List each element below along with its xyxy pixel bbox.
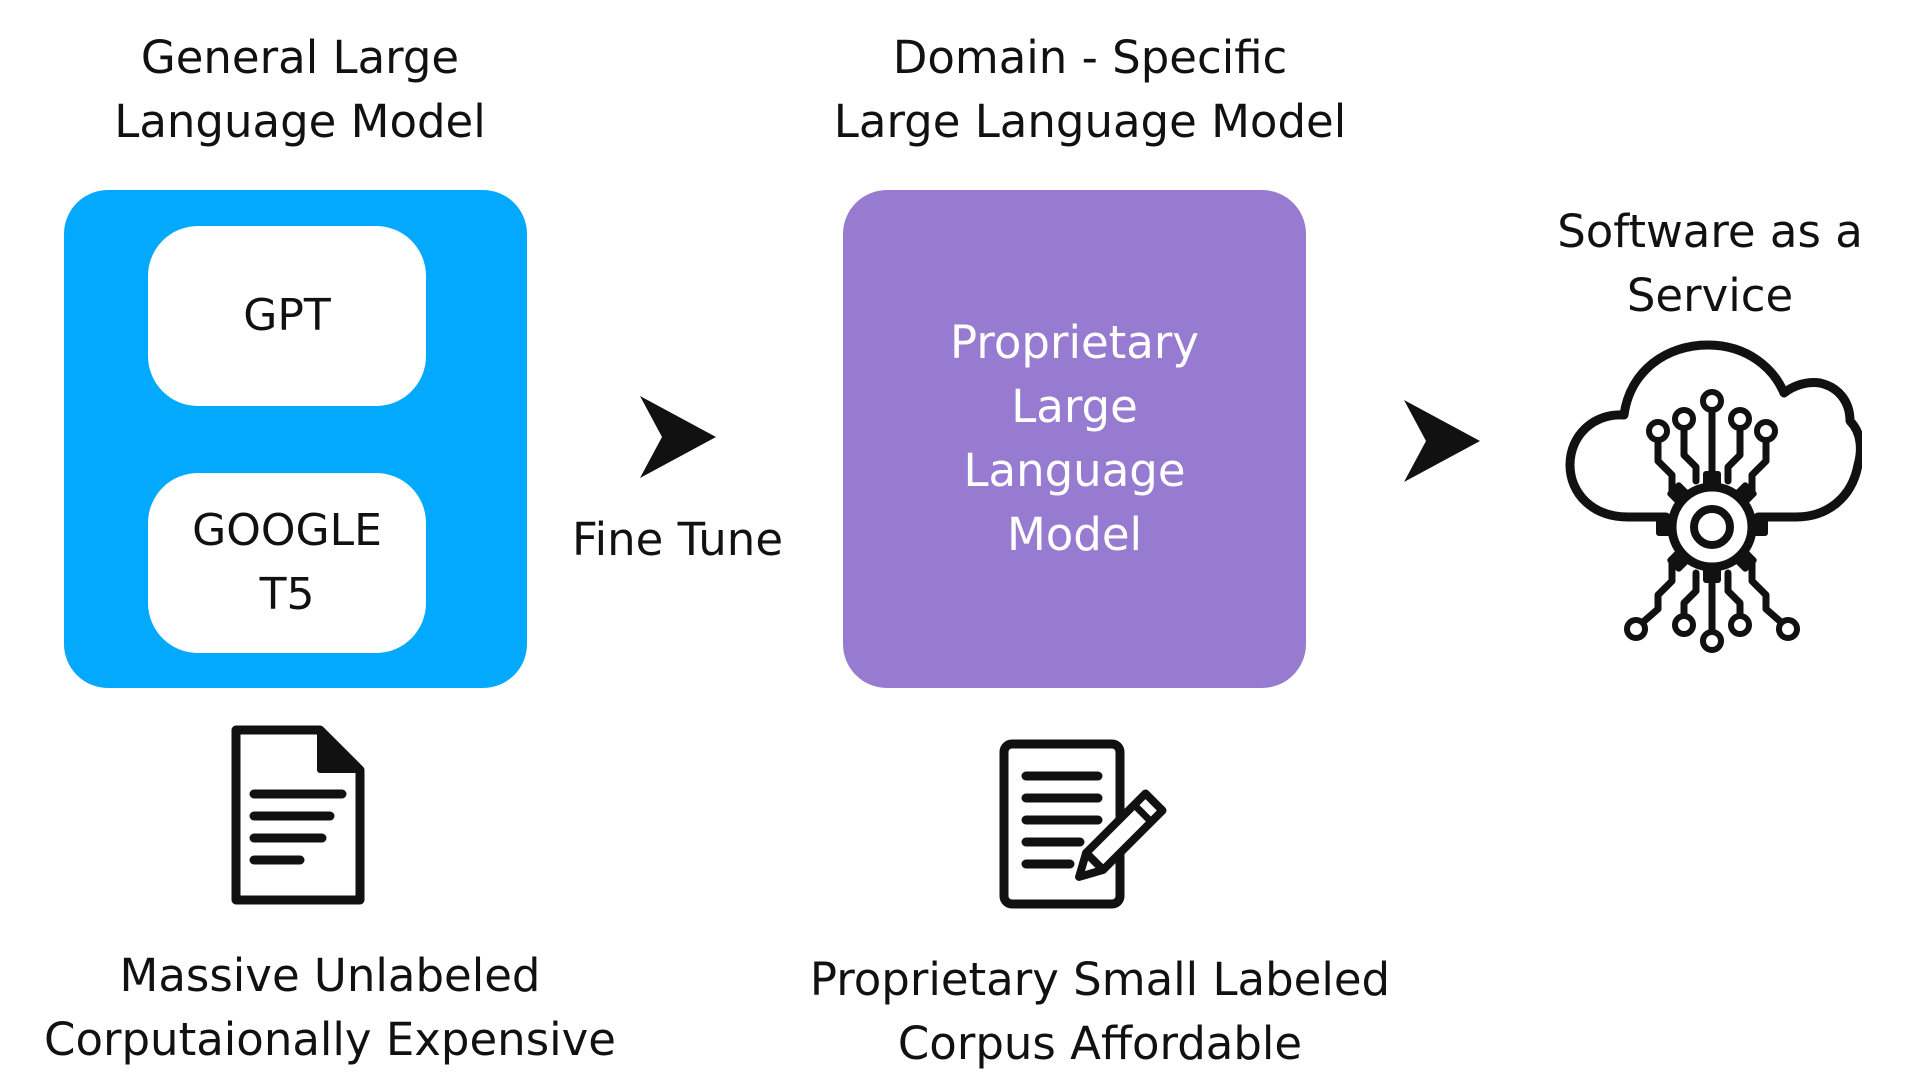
domain-panel-line2: Large: [1011, 380, 1138, 433]
domain-llm-heading-line2: Large Language Model: [833, 95, 1347, 148]
domain-llm-caption-line1: Proprietary Small Labeled: [809, 953, 1391, 1006]
model-chip-google-t5: GOOGLE T5: [148, 473, 426, 653]
fine-tune-label: Fine Tune: [572, 513, 784, 566]
general-llm-caption-line2: Corputaionally Expensive: [44, 1013, 616, 1066]
model-chip-gpt: GPT: [148, 226, 426, 406]
model-chip-gpt-label: GPT: [243, 290, 331, 341]
domain-llm-caption-line2: Corpus Affordable: [897, 1017, 1303, 1070]
domain-panel-line1: Proprietary: [950, 316, 1199, 369]
model-chip-t5-label: T5: [259, 569, 315, 620]
notes-pen-icon: [999, 739, 1167, 909]
general-llm-panel: GPT GOOGLE T5: [64, 190, 527, 688]
domain-llm-panel: Proprietary Large Language Model: [843, 190, 1306, 688]
domain-panel-line4: Model: [1006, 508, 1143, 561]
chevron-arrow-right-icon: [1404, 400, 1480, 482]
cloud-gear-circuit-icon: [1565, 340, 1862, 653]
domain-llm-heading: Domain - Specific Large Language Model: [830, 26, 1350, 154]
domain-panel-line3: Language: [963, 444, 1186, 497]
general-llm-heading-line1: General Large: [140, 31, 460, 84]
general-llm-caption-line1: Massive Unlabeled: [119, 949, 541, 1002]
domain-llm-heading-line1: Domain - Specific: [892, 31, 1288, 84]
general-llm-caption: Massive Unlabeled Corputaionally Expensi…: [30, 944, 630, 1072]
general-llm-heading: General Large Language Model: [100, 26, 500, 154]
chevron-arrow-right-icon: [640, 396, 716, 478]
model-chip-google-label: GOOGLE: [192, 505, 382, 556]
saas-heading-line2: Service: [1626, 269, 1794, 322]
domain-llm-caption: Proprietary Small Labeled Corpus Afforda…: [790, 948, 1410, 1076]
saas-heading: Software as a Service: [1520, 200, 1900, 328]
general-llm-heading-line2: Language Model: [114, 95, 486, 148]
document-icon: [231, 725, 365, 905]
saas-heading-line1: Software as a: [1557, 205, 1863, 258]
